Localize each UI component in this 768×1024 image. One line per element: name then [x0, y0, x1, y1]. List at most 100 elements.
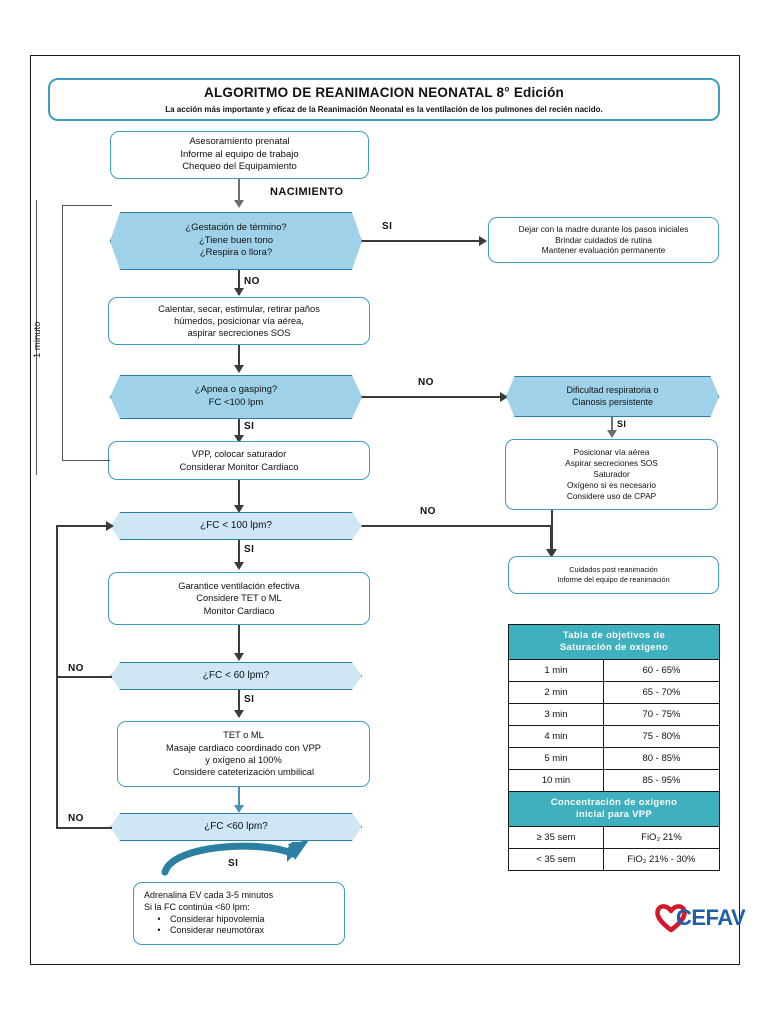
apnea-line-1: ¿Apnea o gasping?: [194, 384, 278, 396]
label-nacimiento: NACIMIENTO: [270, 186, 344, 198]
edge-calentar-to-apnea: [238, 345, 240, 371]
table-row: 1 min 60 - 65%: [508, 658, 721, 682]
edge-masaje-arrow: [234, 805, 244, 813]
vpp-line-2: Considerar Monitor Cardiaco: [179, 461, 299, 472]
minuto-bracket-bottom: [62, 460, 110, 462]
sat-time-5: 5 min: [508, 746, 604, 770]
table-row: 2 min 65 - 70%: [508, 680, 721, 704]
node-asesoramiento-prenatal: Asesoramiento prenatal Informe al equipo…: [110, 131, 369, 179]
label-si-loop: SI: [228, 858, 239, 869]
fc60a-line-1: ¿FC < 60 lpm?: [202, 670, 270, 682]
fc60b-line-1: ¿FC <60 lpm?: [204, 821, 268, 833]
cefav-logo: CEFAV: [654, 903, 746, 933]
table-header2-line2: inicial para VPP: [575, 808, 653, 820]
posicionar-line-4: Oxígeno si es necesario: [566, 479, 656, 490]
edge-fc60a-si-arrow: [234, 710, 244, 718]
table-header2-line1: Concentración de oxígeno: [550, 796, 678, 808]
gestacion-line-3: ¿Respira o llora?: [199, 247, 273, 259]
edge-fc100-no-h: [362, 525, 551, 527]
label-no-fc60a: NO: [68, 663, 84, 674]
posicionar-line-3: Saturador: [593, 469, 630, 480]
table-header-concentracion: Concentración de oxígeno inicial para VP…: [508, 790, 720, 827]
node-fc-menor-60-decision-b: ¿FC <60 lpm?: [110, 813, 362, 841]
label-no-apnea: NO: [418, 377, 434, 388]
bullet-icon: •: [157, 913, 161, 924]
label-si-fc100: SI: [244, 544, 255, 555]
postrea-line-1: Cuidados post reanimación: [569, 565, 658, 575]
cefav-logo-text: CEFAV: [676, 905, 746, 930]
edge-garantice-arrow: [234, 653, 244, 661]
edge-gestacion-no-arrow: [234, 288, 244, 296]
node-vpp: VPP, colocar saturador Considerar Monito…: [108, 441, 370, 480]
label-no-fc100: NO: [420, 506, 436, 517]
edge-dificultad-si-arrow: [607, 430, 617, 438]
minuto-bracket-left: [62, 205, 64, 461]
adrenalina-bullet-2: Considerar neumotórax: [170, 925, 265, 936]
apnea-line-2: FC <100 lpm: [208, 397, 264, 408]
edge-posicionar-to-postrea: [551, 510, 553, 553]
minuto-bracket-top: [62, 205, 112, 207]
fio2-1: FiO₂ 21%: [602, 825, 721, 849]
edge-fc100-si: [238, 540, 240, 568]
edge-fc100-no-arrow: [546, 549, 556, 557]
fc100-line-1: ¿FC < 100 lpm?: [200, 520, 272, 532]
edge-masaje-to-fc60b: [238, 787, 240, 809]
adrenalina-line-1: Adrenalina EV cada 3-5 minutos: [144, 889, 274, 900]
edge-fc60a-no-into-fc100: [56, 525, 111, 527]
table-header1-line2: Saturación de oxígeno: [559, 641, 669, 653]
prenatal-line-3: Chequeo del Equipamiento: [182, 161, 297, 173]
madre-line-1: Dejar con la madre durante los pasos ini…: [518, 223, 689, 234]
prenatal-line-1: Asesoramiento prenatal: [189, 136, 290, 148]
posicionar-line-1: Posicionar vía aérea: [573, 447, 650, 458]
sat-time-1: 1 min: [508, 658, 604, 682]
prenatal-line-2: Informe al equipo de trabajo: [180, 148, 299, 160]
edge-fc100-si-arrow: [234, 562, 244, 570]
table-row: 4 min 75 - 80%: [508, 724, 721, 748]
calentar-line-2: húmedos, posicionar vía aérea,: [174, 315, 304, 326]
sat-value-2: 65 - 70%: [602, 680, 721, 704]
edge-fc60b-no-v: [56, 525, 58, 828]
sat-value-4: 75 - 80%: [602, 724, 721, 748]
table-row: 10 min 85 - 95%: [508, 768, 721, 792]
sat-time-6: 10 min: [508, 768, 604, 792]
table-row: 3 min 70 - 75%: [508, 702, 721, 726]
label-no-fc60b: NO: [68, 813, 84, 824]
edge-garantice-to-fc60a: [238, 625, 240, 657]
calentar-line-3: aspirar secreciones SOS: [187, 328, 291, 339]
table-header-row-2: Concentración de oxígeno inicial para VP…: [508, 790, 720, 827]
sat-time-4: 4 min: [508, 724, 604, 748]
ega-1: ≥ 35 sem: [508, 825, 604, 849]
sat-value-1: 60 - 65%: [602, 658, 721, 682]
masaje-line-1: TET o ML: [223, 730, 264, 741]
sat-time-3: 3 min: [508, 702, 604, 726]
node-masaje-cardiaco: TET o ML Masaje cardiaco coordinado con …: [117, 721, 370, 787]
label-si-apnea: SI: [244, 421, 255, 432]
edge-gestacion-no: [238, 270, 240, 295]
node-fc-menor-100-decision: ¿FC < 100 lpm?: [110, 512, 362, 540]
masaje-line-2: Masaje cardiaco coordinado con VPP: [165, 742, 322, 753]
minuto-bracket-line: [36, 200, 38, 475]
sat-value-6: 85 - 95%: [602, 768, 721, 792]
node-apnea-decision: ¿Apnea o gasping? FC <100 lpm: [110, 375, 362, 419]
edge-fc60a-no-h: [56, 676, 112, 678]
edge-prenatal-arrow: [234, 200, 244, 208]
fio2-2: FiO₂ 21% - 30%: [602, 847, 721, 871]
adrenalina-line-2: Si la FC continúa <60 lpm:: [144, 901, 250, 912]
oxygen-saturation-table: Tabla de objetivos de Saturación de oxíg…: [508, 624, 721, 871]
postrea-line-2: Informe del equipo de reanimación: [557, 575, 670, 584]
edge-apnea-si-arrow: [234, 435, 244, 443]
node-garantice-ventilacion: Garantice ventilación efectiva Considere…: [108, 572, 370, 625]
garantice-line-1: Garantice ventilación efectiva: [178, 581, 300, 592]
gestacion-line-1: ¿Gestación de término?: [185, 222, 287, 234]
edge-calentar-arrow: [234, 365, 244, 373]
dificultad-line-1: Dificultad respiratoria o: [566, 384, 659, 395]
edge-vpp-to-fc100: [238, 480, 240, 510]
dificultad-line-2: Cianosis persistente: [571, 396, 654, 407]
label-si-gestacion: SI: [382, 221, 393, 232]
edge-prenatal-to-gestacion: [238, 179, 240, 206]
bullet-icon-2: •: [157, 925, 161, 936]
node-fc-menor-60-decision-a: ¿FC < 60 lpm?: [110, 662, 362, 690]
edge-dificultad-si: [611, 417, 613, 437]
garantice-line-2: Considere TET o ML: [196, 593, 282, 604]
